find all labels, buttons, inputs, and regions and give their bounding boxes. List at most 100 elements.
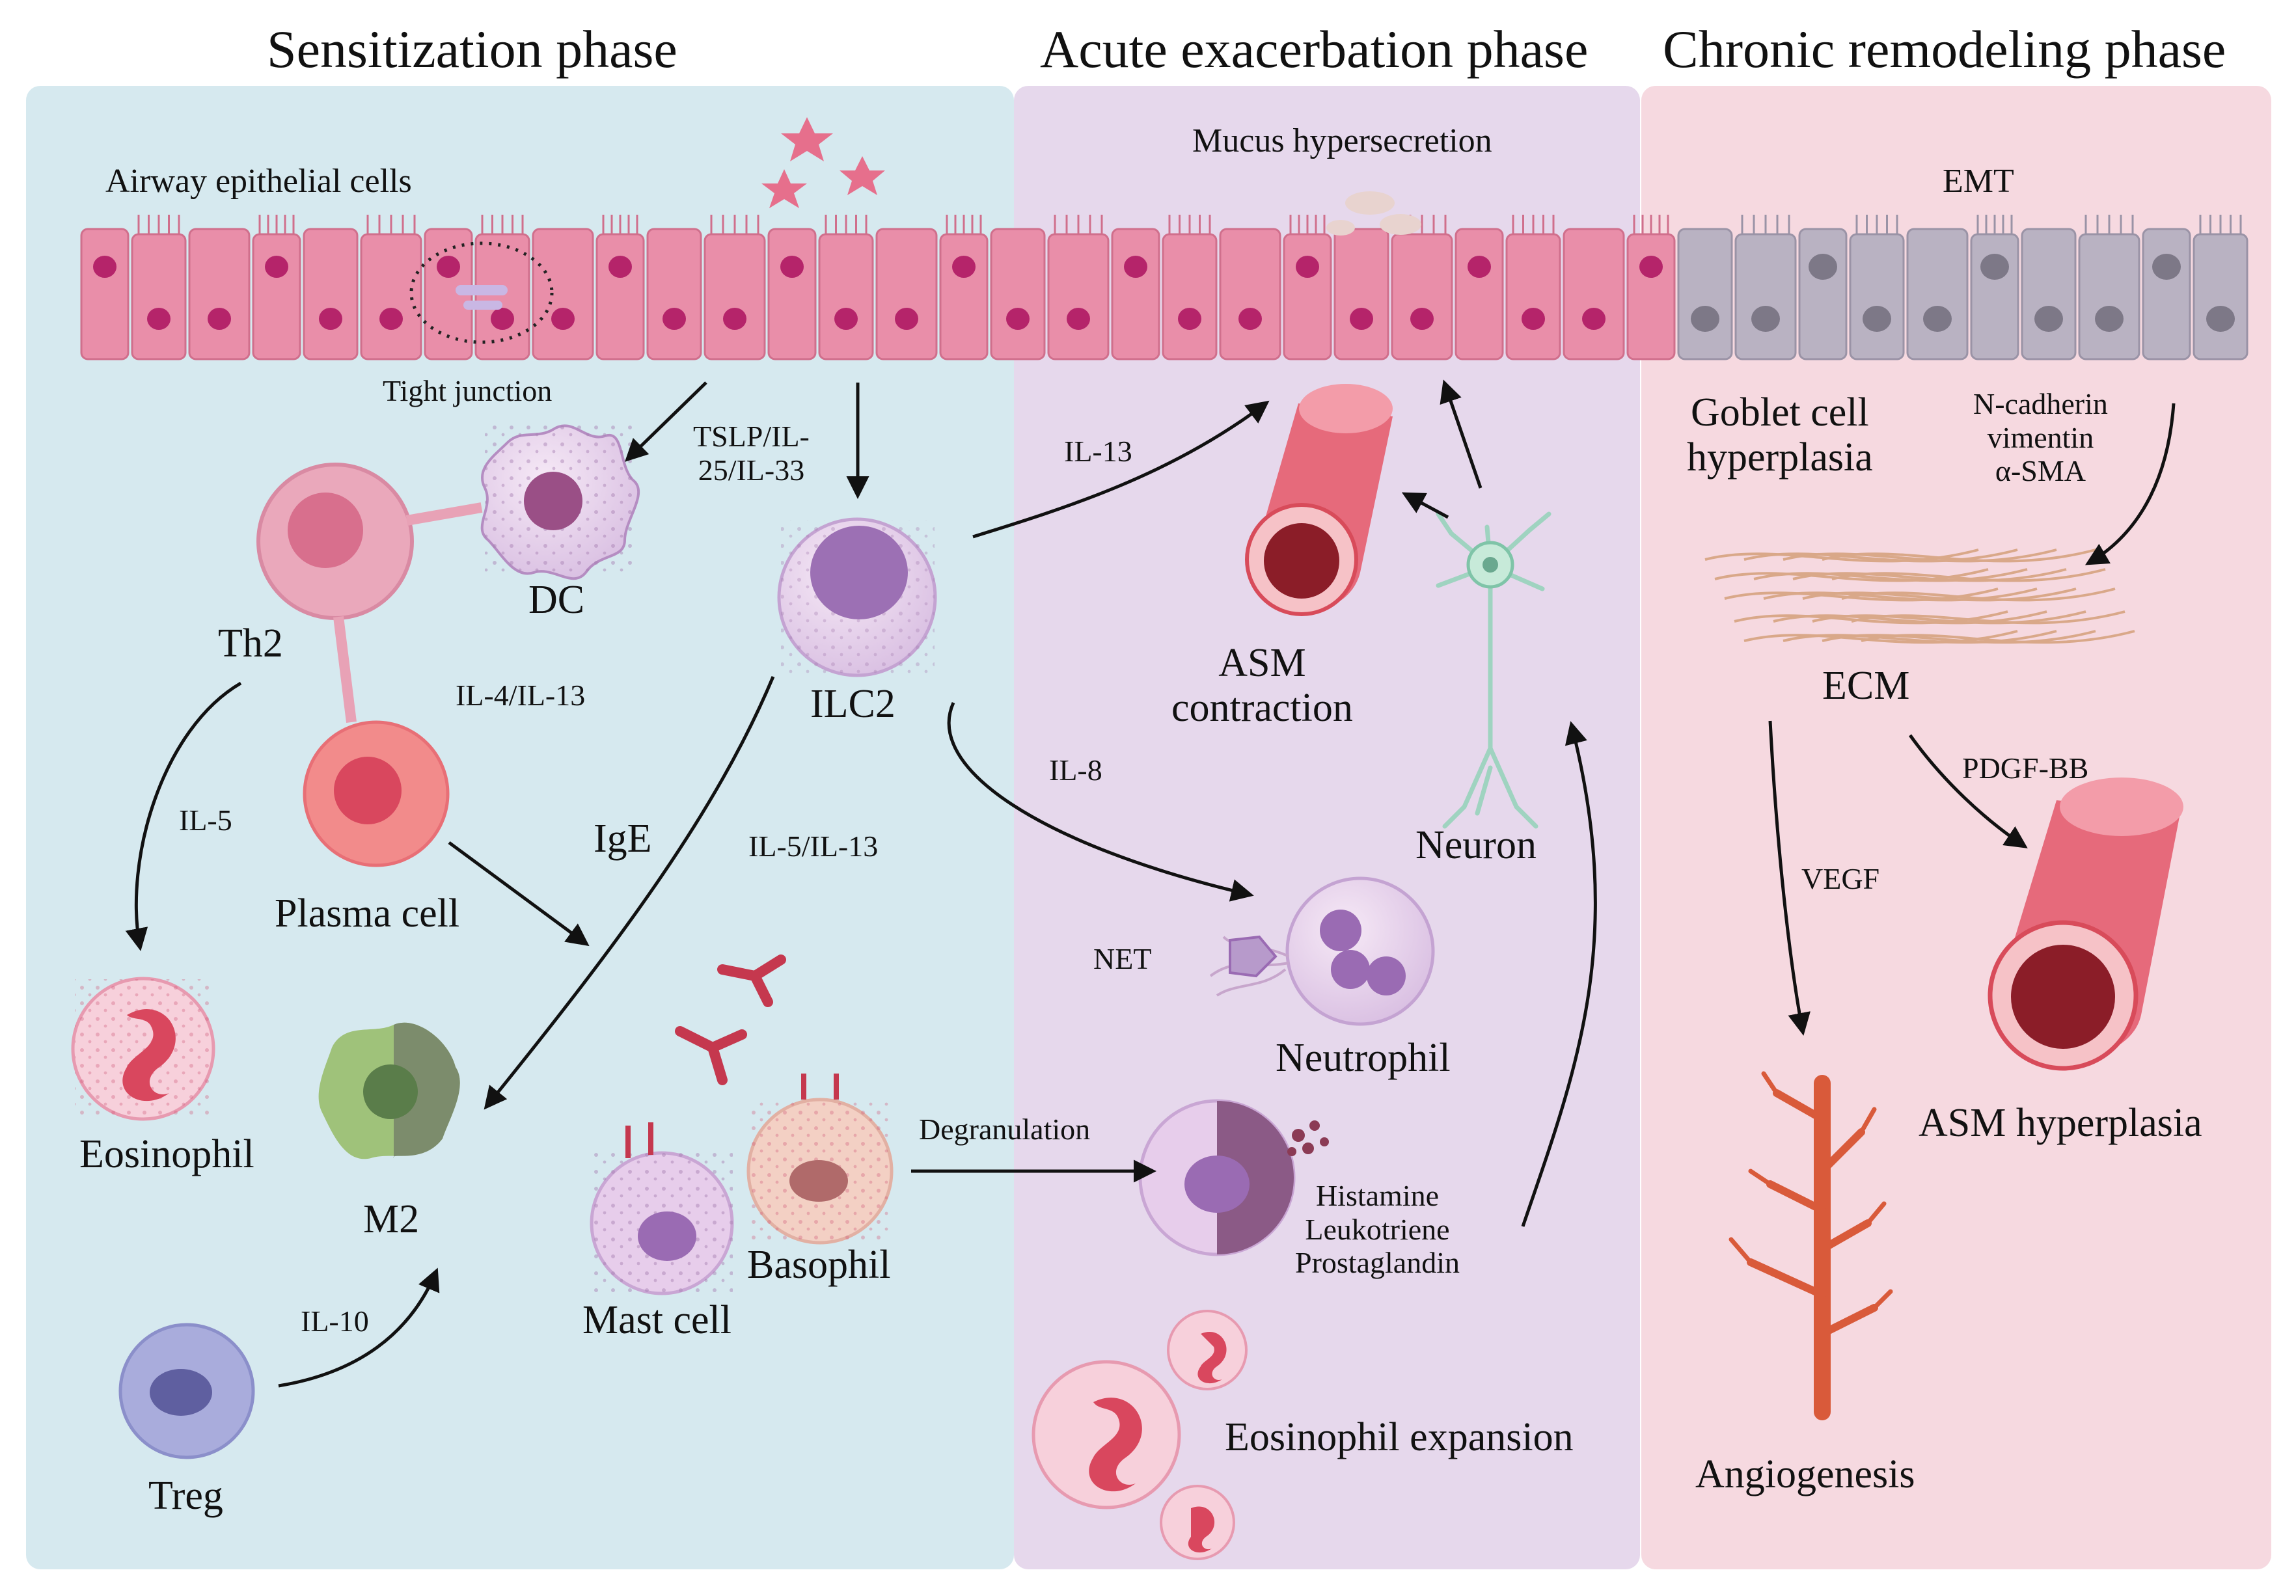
epithelial-cell xyxy=(1626,233,1676,360)
degranulation-label: Degranulation xyxy=(919,1113,1091,1146)
epithelial-cell xyxy=(303,228,359,360)
epithelial-cell xyxy=(1455,228,1504,360)
epithelial-cell xyxy=(1111,228,1160,360)
il13-label: IL-13 xyxy=(1064,435,1132,468)
arrows xyxy=(125,379,2176,1388)
m2-macrophage-icon xyxy=(318,1022,460,1159)
epithelial-nucleus xyxy=(1350,308,1373,330)
th2-cell-icon xyxy=(256,463,483,723)
epithelial-nucleus xyxy=(1296,256,1319,278)
epithelial-cell xyxy=(1563,228,1625,360)
ecm-label: ECM xyxy=(1822,664,1910,708)
basophil-label: Basophil xyxy=(747,1243,891,1287)
ecm-fibre xyxy=(1773,610,2047,625)
epithelial-cell xyxy=(1798,228,1848,360)
epithelial-cell xyxy=(1505,233,1561,360)
neutrophil-label: Neutrophil xyxy=(1276,1036,1451,1080)
epithelial-cell xyxy=(646,228,702,360)
phase-title-chronic: Chronic remodeling phase xyxy=(1663,20,2226,79)
epithelial-cell xyxy=(1734,233,1797,360)
epithelial-cell xyxy=(1906,228,1969,360)
cytokine-tslp-label: TSLP/IL- 25/IL-33 xyxy=(693,420,810,487)
epithelial-nucleus xyxy=(1522,308,1545,330)
neutrophil-icon xyxy=(1285,876,1435,1026)
ecm-fibre xyxy=(1861,630,2135,644)
ecm-fibre xyxy=(1822,548,2096,563)
epithelial-nucleus xyxy=(1006,308,1030,330)
ecm-fibre xyxy=(1743,548,2018,563)
asm-contraction-icon xyxy=(1245,384,1393,616)
epithelial-nucleus xyxy=(663,308,686,330)
ilc2-cell-icon xyxy=(777,517,937,677)
treg-label: Treg xyxy=(148,1474,223,1518)
epithelial-nucleus xyxy=(1410,308,1434,330)
phase-title-sensitization: Sensitization phase xyxy=(267,20,677,79)
epithelial-cell xyxy=(1162,233,1218,360)
tight-junction-label: Tight junction xyxy=(383,374,553,407)
dc-label: DC xyxy=(528,578,585,622)
th2-label: Th2 xyxy=(218,621,283,666)
epithelial-cell xyxy=(1391,233,1453,360)
epithelial-nucleus xyxy=(437,256,460,278)
neuron-icon xyxy=(1436,511,1551,829)
epithelial-nucleus xyxy=(1238,308,1262,330)
eosinophil-label: Eosinophil xyxy=(79,1132,254,1176)
mediators-label: Histamine Leukotriene Prostaglandin xyxy=(1295,1179,1460,1280)
epithelial-nucleus xyxy=(1067,308,1090,330)
epithelial-cell xyxy=(1970,233,2019,360)
ecm-fibre xyxy=(1822,630,2096,644)
epithelial-nucleus xyxy=(265,256,288,278)
treg-cell-icon xyxy=(118,1323,255,1459)
vegf-label: VEGF xyxy=(1801,862,1880,895)
epithelial-nucleus xyxy=(319,308,342,330)
epithelial-nucleus xyxy=(723,308,746,330)
epithelial-cell xyxy=(188,228,251,360)
epithelial-nucleus xyxy=(1751,306,1780,332)
epithelial-cell xyxy=(80,228,130,360)
epithelial-cell xyxy=(360,233,422,360)
asm-hyperplasia-label: ASM hyperplasia xyxy=(1919,1101,2202,1145)
il5-left-label: IL-5 xyxy=(179,804,232,837)
epithelial-nucleus xyxy=(952,256,976,278)
airway-epithelial-label: Airway epithelial cells xyxy=(105,163,412,200)
mucus-icon xyxy=(1326,191,1421,236)
epithelial-nucleus xyxy=(2034,306,2063,332)
basophil-icon xyxy=(746,1074,894,1245)
blood-vessel-icon xyxy=(1729,1071,1893,1420)
epithelial-cell xyxy=(818,233,874,360)
epithelial-cell xyxy=(1219,228,1281,360)
mast-cell-label: Mast cell xyxy=(582,1298,731,1342)
epithelial-nucleus xyxy=(834,308,858,330)
epithelial-nucleus xyxy=(1691,306,1719,332)
epithelial-nucleus xyxy=(2206,306,2235,332)
epithelial-nucleus xyxy=(895,308,918,330)
ecm-fibre xyxy=(1831,568,2106,582)
asm-contraction-label: ASM contraction xyxy=(1171,641,1353,731)
plasma-cell-icon xyxy=(303,720,450,867)
phase-title-acute: Acute exacerbation phase xyxy=(1040,20,1589,79)
il4-il13-label: IL-4/IL-13 xyxy=(456,679,586,712)
epithelial-cell xyxy=(1849,233,1905,360)
ige-antibody-icon xyxy=(675,954,786,1085)
epithelial-cell xyxy=(767,228,817,360)
epithelial-cell xyxy=(2021,228,2077,360)
m2-label: M2 xyxy=(363,1197,420,1241)
epithelial-nucleus xyxy=(1809,254,1837,280)
epithelial-cell xyxy=(532,228,594,360)
ecm-fibre xyxy=(1851,610,2125,625)
epithelial-nucleus xyxy=(1863,306,1891,332)
emt-markers-label: N-cadherin vimentin α-SMA xyxy=(1973,387,2108,488)
ecm-fibre xyxy=(1763,588,2038,602)
pdgf-label: PDGF-BB xyxy=(1962,751,2089,785)
epithelial-nucleus xyxy=(491,308,514,330)
epithelial-cell xyxy=(2078,233,2140,360)
epithelial-cell xyxy=(1283,233,1332,360)
epithelial-cell xyxy=(704,233,766,360)
eosinophil-icon xyxy=(71,977,215,1121)
epithelial-cell xyxy=(1333,228,1389,360)
epithelial-cell xyxy=(595,233,645,360)
epithelial-nucleus xyxy=(1178,308,1201,330)
epithelial-nucleus xyxy=(147,308,171,330)
epithelial-cell xyxy=(131,233,187,360)
epithelial-nucleus xyxy=(2152,254,2181,280)
